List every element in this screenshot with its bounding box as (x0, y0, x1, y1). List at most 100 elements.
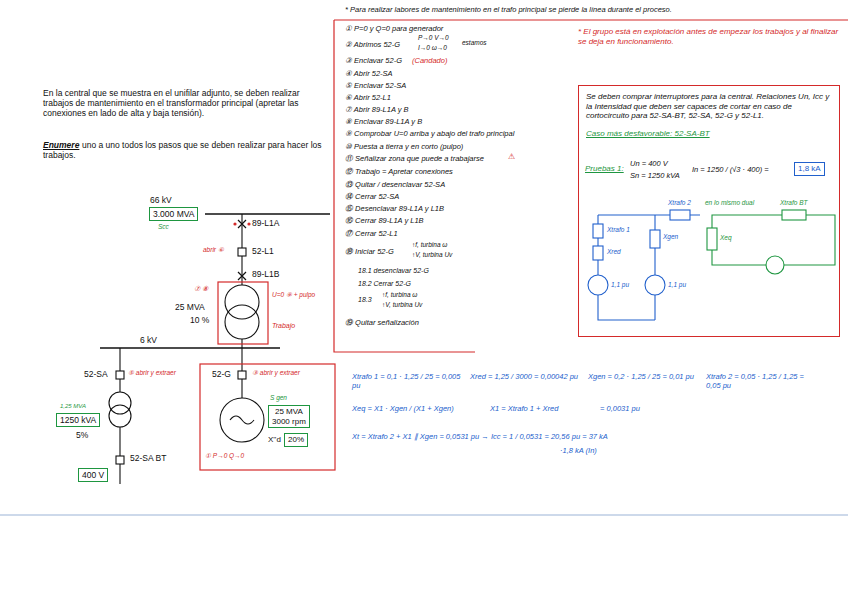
voltage-label: 66 kV (150, 195, 172, 205)
substep-text: 18.2 Cerrar 52-G (358, 280, 411, 288)
formula-text: Xred = 1,25 / 3000 = 0,00042 pu (470, 372, 582, 381)
breaker-label: 52-SA (84, 369, 108, 379)
formula-text: In = 1250 / (√3 · 400) = (692, 165, 769, 174)
breaker-symbol (238, 371, 246, 379)
voltage-label: 6 kV (140, 335, 157, 345)
rating-box: 3.000 MVA (149, 207, 198, 221)
generator-rating-box: 25 MVA3000 rpm (268, 405, 310, 428)
step-text: ⑥ Abrir 52-L1 (345, 93, 391, 102)
circuit-label: Xtrafo 2 (668, 199, 691, 207)
step-text: ⑫ Trabajo = Apretar conexiones (345, 167, 453, 176)
note-text: Trabajo (272, 322, 295, 330)
step-text: ⑬ Quitar / desenclavar 52-SA (345, 180, 445, 189)
node-text: Se deben comprar interruptores para la c… (586, 92, 832, 121)
work-zone-outline (218, 282, 268, 344)
formula-text: = 0,0031 pu (600, 404, 640, 413)
step-detail: I→0 ω→0 (418, 44, 447, 52)
disconnector-symbol (238, 272, 246, 280)
step-detail: (Candado) (412, 56, 447, 65)
step-callout: ③ abrir y extraer (252, 369, 300, 377)
switch-label: 89-L1A (252, 218, 279, 228)
formula-text: Xeq = X1 · Xgen / (X1 + Xgen) (352, 404, 454, 413)
step-text: ⑧ Enclavar 89-L1A y B (345, 117, 422, 126)
reactance-symbol (782, 210, 806, 220)
step-text: ⑭ Cerrar 52-SA (345, 192, 399, 201)
breaker-label: 52-SA BT (130, 453, 166, 463)
step-text: ① P=0 y Q=0 para generador (345, 24, 443, 33)
formula-text: X1 = Xtrafo 1 + Xred (490, 404, 558, 413)
reactance-symbol (707, 228, 717, 250)
step-callout: U=0 ⑨ + pulpo (272, 291, 315, 299)
formula-text: Xgen = 0,2 · 1,25 / 25 = 0,01 pu (588, 372, 700, 381)
source-symbol (645, 275, 665, 295)
step-callout: ① P→0 Q→0 (205, 452, 244, 460)
circuit-label: 1,1 pu (668, 281, 686, 289)
circuit-label: Xeq (720, 234, 732, 242)
transformer-symbol (109, 392, 131, 414)
disconnector-symbol (238, 220, 246, 228)
step-detail: ↑f, turbina ω (382, 291, 417, 299)
node-text: 1250 kVA (60, 415, 96, 425)
note-text: * Para realizar labores de mantenimiento… (345, 5, 672, 14)
node-text: Caso más desfavorable: 52-SA-BT (586, 129, 832, 139)
rating-label: 10 % (190, 315, 209, 325)
circuit-label: Xgen (663, 233, 678, 241)
separator-line (0, 515, 848, 516)
transformer-symbol (225, 305, 259, 339)
rating-box: 1250 kVA (56, 413, 100, 427)
transformer-symbol (225, 285, 259, 319)
node-text: 1,8 kA (798, 164, 821, 174)
step-text: ⑰ Cerrar 52-L1 (345, 229, 398, 238)
breaker-symbol (116, 456, 124, 464)
note-text: Scc (158, 223, 169, 231)
source-symbol (588, 275, 608, 295)
reactance-symbol (593, 224, 603, 238)
node-text: 3.000 MVA (153, 209, 194, 219)
formula-text: ·1,8 kA (In) (560, 446, 597, 455)
step-text: ⑤ Enclavar 52-SA (345, 81, 406, 90)
transformer-symbol (109, 405, 131, 427)
step-detail: P→0 V→0 (418, 34, 449, 42)
mark-dot (233, 222, 236, 225)
note-text: 1,25 MVA (60, 403, 86, 410)
circuit-label: Xred (607, 248, 621, 256)
breaker-label: 52-G (212, 369, 231, 379)
node-text: 400 V (82, 470, 104, 480)
formula-text: Xtrafo 2 = 0,05 · 1,25 / 1,25 = 0,05 pu (706, 372, 818, 390)
problem-paragraph: Enumereuno a uno todos los pasos que se … (43, 140, 328, 160)
step-text: ⑩ Puesta a tierra y en corto (pulpo) (345, 142, 463, 151)
notes-panel: Se deben comprar interruptores para la c… (578, 85, 840, 337)
problem-text: Enumere (43, 140, 79, 150)
step-callout: ⑦ ⑧ (194, 285, 208, 293)
breaker-symbol (238, 248, 246, 256)
step-callout: abrir ⑥ (203, 246, 224, 254)
step-text: ③ Enclavar 52-G (345, 56, 402, 65)
reactance-symbol (670, 210, 690, 220)
step-detail: ↑V, turbina Uv (382, 301, 422, 309)
step-detail: ↑V, turbina Uv (412, 251, 452, 259)
rating-label: 5% (76, 430, 88, 440)
reactance-symbol (593, 246, 603, 260)
node-text: 25 MVA (272, 407, 306, 417)
node-text: 20% (288, 435, 304, 445)
generator-symbol (230, 416, 254, 424)
step-detail: estamos (462, 39, 487, 47)
step-text: ⑨ Comprobar U=0 arriba y abajo del trafo… (345, 129, 514, 138)
step-text: ⑪ Señalizar zona que puede a trabajarse (345, 154, 484, 163)
generator-symbol (220, 398, 264, 442)
formula-text: Sn = 1250 kVA (630, 171, 680, 180)
formula-text: Xtrafo 1 = 0,1 · 1,25 / 25 = 0,005 pu (352, 372, 464, 390)
busbar (205, 213, 330, 215)
reactance-label: X''d (268, 435, 281, 445)
circuit-label: Xtrafo 1 (607, 226, 630, 234)
problem-text: uno a uno todos los pasos que se deben r… (43, 140, 322, 160)
circuit-wire (598, 215, 700, 320)
formula-text: Un = 400 V (630, 159, 668, 168)
heading: Pruebas 1: (585, 164, 624, 174)
circuit-label: en lo mismo dual (705, 199, 754, 207)
switch-label: 89-L1B (252, 269, 279, 279)
current-box: 1,8 kA (794, 162, 825, 176)
step-text: ⑱ Iniciar 52-G (345, 247, 394, 256)
circuit-label: Xtrafo BT (780, 199, 807, 207)
breaker-label: 52-L1 (252, 246, 274, 256)
